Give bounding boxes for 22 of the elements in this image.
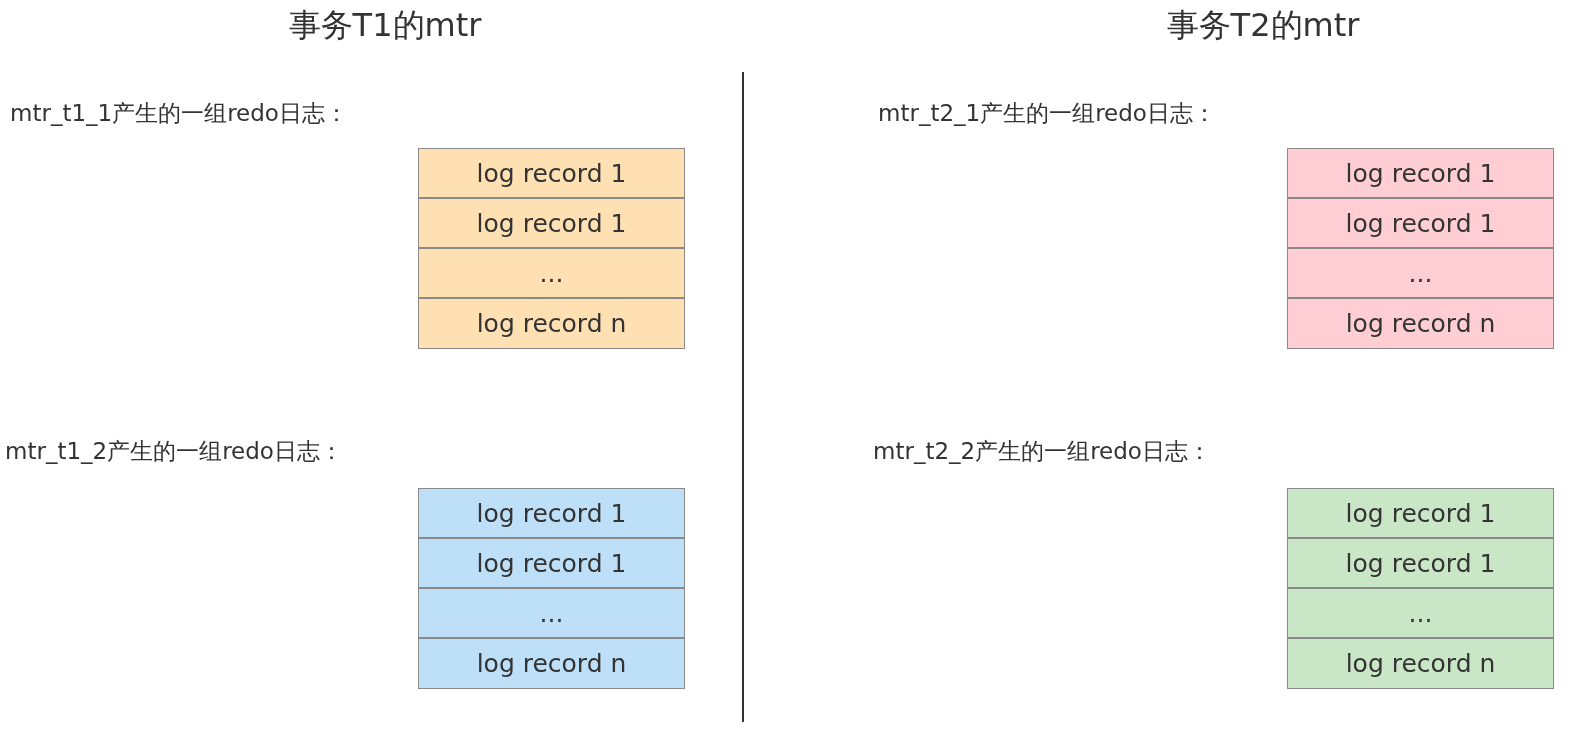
log-record-cell: log record 1 xyxy=(1287,198,1554,248)
log-record-cell: log record n xyxy=(1287,298,1554,349)
group-caption: mtr_t1_2产生的一组redo日志： xyxy=(5,437,343,466)
group-caption: mtr_t2_2产生的一组redo日志： xyxy=(873,437,1211,466)
log-record-cell: log record n xyxy=(1287,638,1554,689)
group-caption: mtr_t2_1产生的一组redo日志： xyxy=(878,99,1216,128)
log-record-cell: log record 1 xyxy=(1287,538,1554,588)
column-heading: 事务T2的mtr xyxy=(1166,5,1360,46)
log-record-cell: ... xyxy=(1287,248,1554,298)
log-record-cell: ... xyxy=(418,248,685,298)
log-record-cell: log record 1 xyxy=(1287,488,1554,538)
log-record-cell: log record 1 xyxy=(418,148,685,198)
log-record-cell: log record n xyxy=(418,638,685,689)
log-record-cell: ... xyxy=(418,588,685,638)
log-record-cell: log record n xyxy=(418,298,685,349)
group-caption: mtr_t1_1产生的一组redo日志： xyxy=(10,99,348,128)
log-record-cell: log record 1 xyxy=(418,488,685,538)
log-record-cell: log record 1 xyxy=(1287,148,1554,198)
log-record-cell: log record 1 xyxy=(418,198,685,248)
column-heading: 事务T1的mtr xyxy=(288,5,482,46)
log-record-cell: ... xyxy=(1287,588,1554,638)
log-record-cell: log record 1 xyxy=(418,538,685,588)
